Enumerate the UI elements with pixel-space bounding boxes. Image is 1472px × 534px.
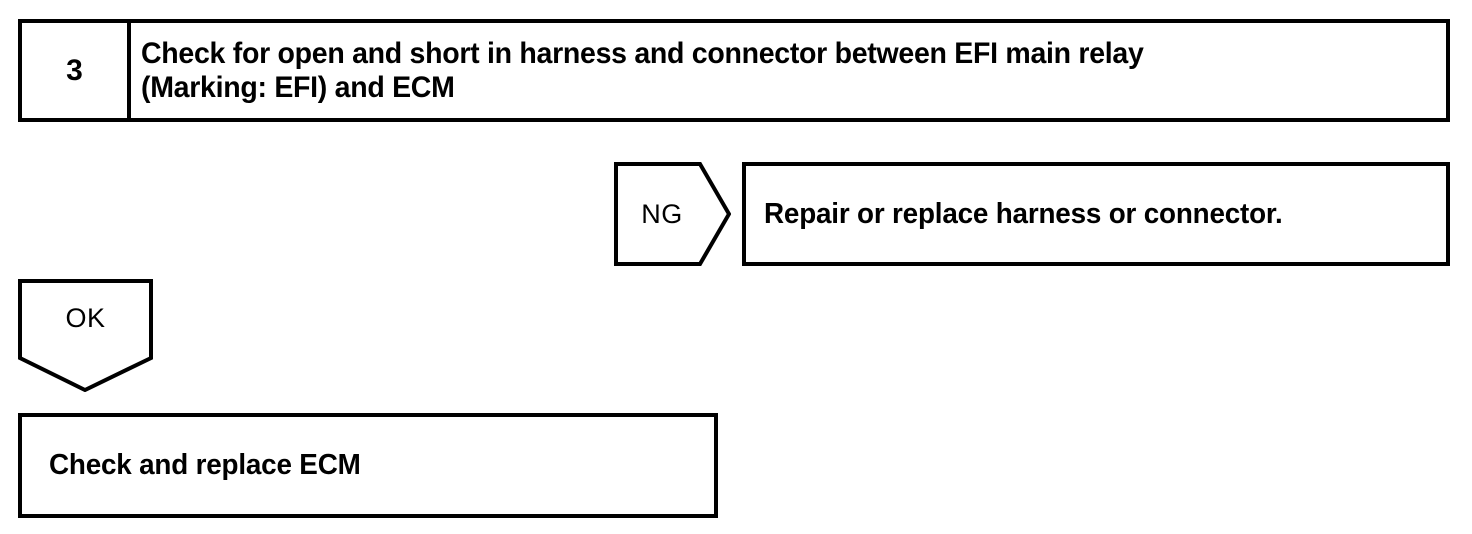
ng-branch-label: NG [641, 198, 683, 229]
repair-result-text: Repair or replace harness or connector. [764, 197, 1283, 230]
step-instruction-text: Check for open and short in harness and … [141, 36, 1144, 104]
final-action-text: Check and replace ECM [49, 449, 361, 481]
ok-branch-arrow [18, 279, 153, 392]
step-instruction-cell: Check for open and short in harness and … [131, 23, 1446, 118]
step-row: 3 Check for open and short in harness an… [18, 19, 1450, 122]
pentagon-right-icon [614, 162, 731, 266]
ok-branch-label: OK [65, 303, 106, 333]
step-number-cell: 3 [22, 23, 131, 118]
repair-result-box: Repair or replace harness or connector. [742, 162, 1450, 266]
final-action-box: Check and replace ECM [18, 413, 718, 518]
ng-branch-arrow [614, 162, 731, 266]
step-number: 3 [66, 53, 83, 87]
pentagon-down-icon [18, 279, 153, 392]
